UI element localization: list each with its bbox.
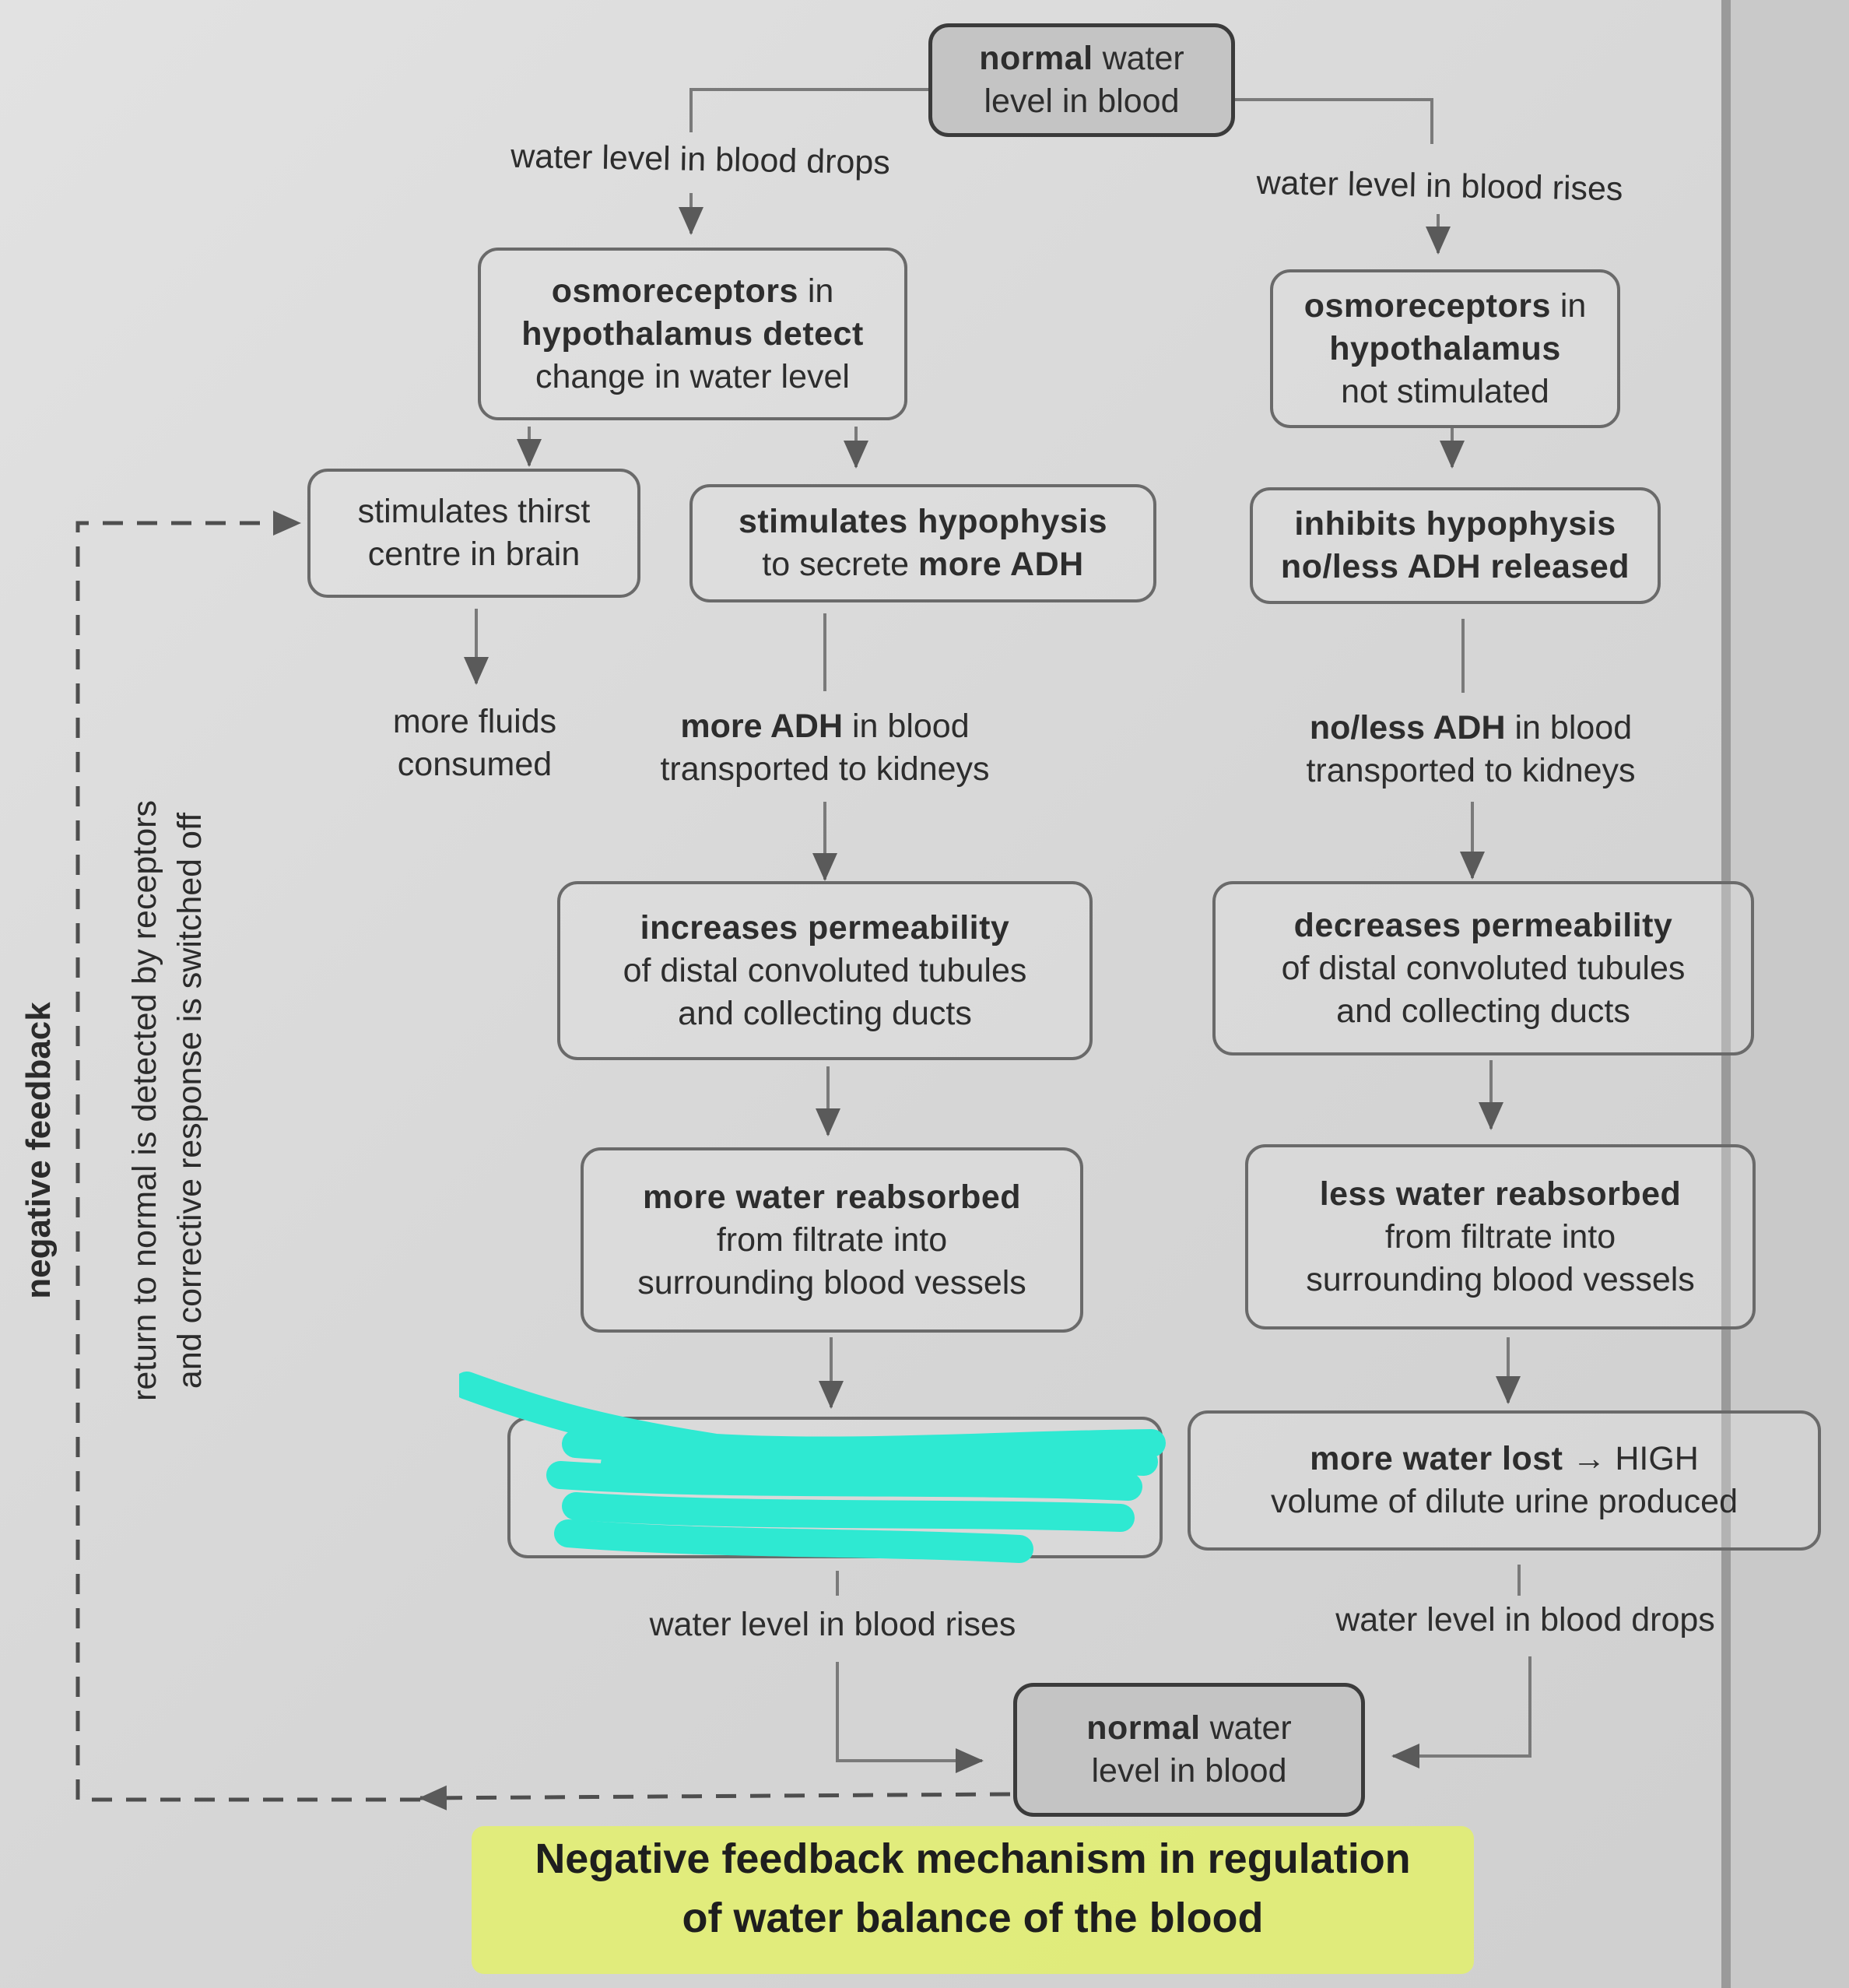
decreases-permeability-box: decreases permeability of distal convolu…	[1212, 881, 1754, 1055]
more-fluids-consumed: more fluids consumed	[392, 703, 557, 783]
no-less-adh-in-blood: no/less ADH in blood transported to kidn…	[1306, 709, 1636, 789]
more-water-lost-box: more water lost → HIGH volume of dilute …	[1188, 1410, 1821, 1551]
label-right-water-drops: water level in blood drops	[1335, 1601, 1715, 1639]
page-edge-line	[1721, 0, 1731, 1988]
normal-water-level-top: normal water level in blood	[928, 23, 1235, 137]
more-water-reabsorbed-box: more water reabsorbed from filtrate into…	[581, 1147, 1083, 1333]
more-adh-in-blood: more ADH in blood transported to kidneys	[660, 708, 990, 788]
scribble-overlay	[459, 1372, 1166, 1563]
less-water-reabsorbed-box: less water reabsorbed from filtrate into…	[1245, 1144, 1756, 1329]
label-water-drops: water level in blood drops	[510, 137, 891, 182]
inhibits-hypophysis-box: inhibits hypophysis no/less ADH released	[1250, 487, 1661, 604]
stimulates-hypophysis-box: stimulates hypophysis to secrete more AD…	[689, 484, 1156, 602]
label-left-water-rises: water level in blood rises	[649, 1606, 1016, 1643]
return-to-normal-note: return to normal is detected by receptor…	[126, 800, 209, 1401]
figure-caption: Negative feedback mechanism in regulatio…	[535, 1835, 1411, 1941]
thirst-centre-box: stimulates thirst centre in brain	[307, 469, 640, 598]
osmoreceptors-detect-box: osmoreceptors in hypothalamus detect cha…	[478, 248, 907, 420]
negative-feedback-label: negative feedback	[19, 1002, 58, 1299]
label-water-rises: water level in blood rises	[1256, 163, 1623, 209]
normal-water-level-bottom: normal water level in blood	[1013, 1683, 1365, 1817]
osmoreceptors-not-stimulated-box: osmoreceptors in hypothalamus not stimul…	[1270, 269, 1620, 428]
caption-highlight	[472, 1826, 1474, 1974]
page-edge-shadow	[1731, 0, 1849, 1988]
increases-permeability-box: increases permeability of distal convolu…	[557, 881, 1093, 1060]
